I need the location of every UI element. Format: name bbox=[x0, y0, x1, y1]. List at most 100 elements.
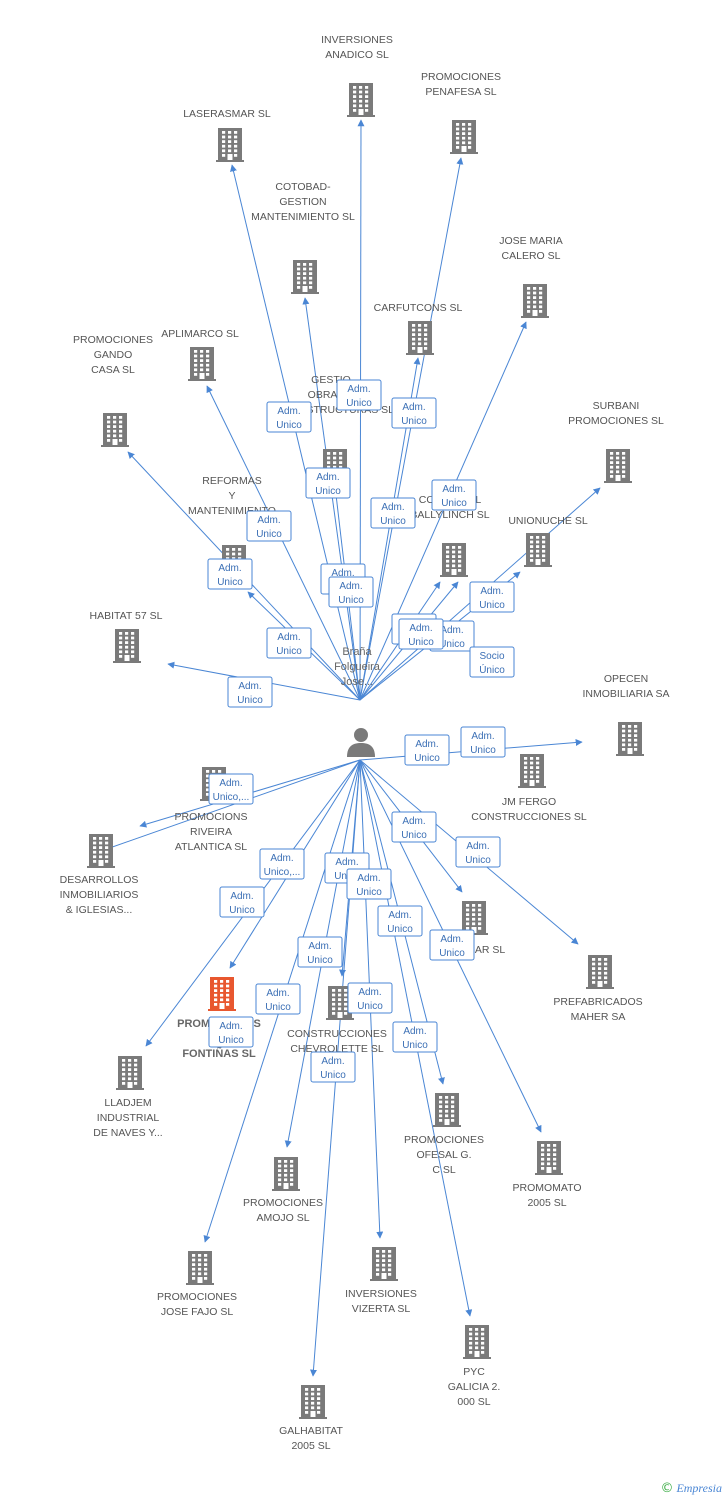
building-icon[interactable] bbox=[463, 1325, 491, 1359]
building-icon[interactable] bbox=[604, 449, 632, 483]
building-icon[interactable] bbox=[87, 834, 115, 868]
role-badge-promociones-gando-casa[interactable]: Adm.Unico bbox=[207, 558, 253, 590]
role-badge-prefabricados-maher[interactable]: Adm. Unico bbox=[455, 836, 501, 868]
role-badge-promociones-amojo[interactable]: Adm.Unico bbox=[255, 983, 301, 1015]
building-icon[interactable] bbox=[208, 977, 236, 1011]
svg-text:Adm.: Adm. bbox=[358, 987, 381, 998]
svg-text:Unico: Unico bbox=[470, 745, 496, 756]
role-badge-promociones-ofesal[interactable]: Adm.Unico bbox=[377, 905, 423, 937]
svg-text:Adm.: Adm. bbox=[480, 586, 503, 597]
svg-text:Adm.: Adm. bbox=[466, 841, 489, 852]
svg-text:Unico,...: Unico,... bbox=[264, 867, 301, 878]
svg-text:Unico: Unico bbox=[408, 637, 434, 648]
building-icon[interactable] bbox=[272, 1157, 300, 1191]
person-icon[interactable] bbox=[347, 728, 375, 757]
svg-text:Unico: Unico bbox=[218, 1035, 244, 1046]
role-badge-inversiones-anadico[interactable]: Adm.Unico bbox=[336, 379, 382, 411]
building-icon[interactable] bbox=[216, 128, 244, 162]
building-icon[interactable] bbox=[101, 413, 129, 447]
role-badge-galhabitat[interactable]: Adm.Unico bbox=[208, 1016, 254, 1048]
building-icon[interactable] bbox=[116, 1056, 144, 1090]
role-badge-aplimarco[interactable]: Adm.Unico bbox=[246, 510, 292, 542]
building-icon[interactable] bbox=[299, 1385, 327, 1419]
role-badge[interactable]: Adm.Unico bbox=[398, 618, 444, 650]
svg-text:Adm.: Adm. bbox=[230, 891, 253, 902]
building-icon[interactable] bbox=[347, 83, 375, 117]
svg-text:Unico: Unico bbox=[414, 753, 440, 764]
role-badge-habitat-57[interactable]: Adm.Unico bbox=[227, 676, 273, 708]
role-badge-xar[interactable]: Adm.Unico bbox=[391, 811, 437, 843]
role-badge-promociones-as-fontinas[interactable]: Adm.Unico,... bbox=[259, 848, 305, 880]
copyright-icon: © bbox=[660, 1481, 674, 1496]
svg-text:Unico: Unico bbox=[387, 924, 413, 935]
role-badge-promomato[interactable]: Adm.Unico bbox=[429, 929, 475, 961]
svg-text:Unico,...: Unico,... bbox=[213, 792, 250, 803]
role-badge-lladjem[interactable]: Adm.Unico bbox=[297, 936, 343, 968]
edge-promociones-penafesa bbox=[359, 157, 464, 701]
role-badge-jose-maria-calero[interactable]: Adm.Unico bbox=[431, 479, 477, 511]
svg-text:Adm.: Adm. bbox=[339, 581, 362, 592]
role-badge-desarrollos[interactable]: Adm.Unico bbox=[219, 886, 265, 918]
building-icon[interactable] bbox=[406, 321, 434, 355]
building-icon[interactable] bbox=[291, 260, 319, 294]
role-badge[interactable]: Adm. Unico bbox=[328, 576, 374, 608]
svg-text:Unico: Unico bbox=[479, 600, 505, 611]
building-icon[interactable] bbox=[521, 284, 549, 318]
role-badge-carfutcons[interactable]: Adm.Unico bbox=[370, 497, 416, 529]
building-icon[interactable] bbox=[524, 533, 552, 567]
role-badge-promociones-penafesa[interactable]: Adm. Unico bbox=[391, 397, 437, 429]
role-badge-opecen[interactable]: Adm.Unico bbox=[460, 726, 506, 758]
building-icon[interactable] bbox=[113, 629, 141, 663]
svg-text:Adm.: Adm. bbox=[316, 472, 339, 483]
building-icon[interactable] bbox=[440, 543, 468, 577]
role-badge-laserasmar[interactable]: Adm.Unico bbox=[266, 401, 312, 433]
building-icon[interactable] bbox=[188, 347, 216, 381]
role-badge-reformas[interactable]: Adm. Unico bbox=[266, 627, 312, 659]
building-icon[interactable] bbox=[535, 1141, 563, 1175]
svg-text:Unico: Unico bbox=[276, 646, 302, 657]
svg-text:Unico: Unico bbox=[338, 595, 364, 606]
footer-credit[interactable]: ©Empresia bbox=[660, 1481, 722, 1496]
svg-text:Adm.: Adm. bbox=[277, 632, 300, 643]
role-badge[interactable]: Adm.Unico bbox=[346, 868, 392, 900]
svg-text:Unico: Unico bbox=[441, 498, 467, 509]
svg-text:Adm.: Adm. bbox=[402, 402, 425, 413]
building-icon[interactable] bbox=[186, 1251, 214, 1285]
svg-text:Adm.: Adm. bbox=[415, 739, 438, 750]
role-badge-cotobad[interactable]: Adm.Unico bbox=[305, 467, 351, 499]
role-badge[interactable]: Adm. Unico bbox=[404, 734, 450, 766]
svg-text:Adm.: Adm. bbox=[257, 515, 280, 526]
building-icon[interactable] bbox=[460, 901, 488, 935]
svg-text:Unico: Unico bbox=[356, 887, 382, 898]
building-icon[interactable] bbox=[616, 722, 644, 756]
svg-text:Adm.: Adm. bbox=[277, 406, 300, 417]
role-badge-inversiones-vizerta[interactable]: Adm.Unico bbox=[392, 1021, 438, 1053]
svg-text:Unico: Unico bbox=[401, 416, 427, 427]
role-badge-surbani[interactable]: Adm. Unico bbox=[469, 581, 515, 613]
building-icon[interactable] bbox=[450, 120, 478, 154]
company-label-xar: AR SL bbox=[475, 944, 506, 956]
role-badge-promociones-riveira[interactable]: Adm.Unico,... bbox=[208, 773, 254, 805]
company-label-unionuche: UNIONUCHE SL bbox=[508, 515, 588, 527]
role-badge-promociones-jose-fajo[interactable]: Adm.Unico bbox=[347, 982, 393, 1014]
building-icon[interactable] bbox=[433, 1093, 461, 1127]
company-label-aplimarco: APLIMARCO SL bbox=[161, 328, 239, 340]
svg-text:Adm.: Adm. bbox=[440, 934, 463, 945]
svg-text:Unico: Unico bbox=[320, 1070, 346, 1081]
role-badge-pyc-galicia[interactable]: Adm.Unico bbox=[310, 1051, 356, 1083]
building-icon[interactable] bbox=[370, 1247, 398, 1281]
building-icon[interactable] bbox=[518, 754, 546, 788]
svg-text:Unico: Unico bbox=[380, 516, 406, 527]
svg-text:Unico: Unico bbox=[465, 855, 491, 866]
building-icon[interactable] bbox=[586, 955, 614, 989]
